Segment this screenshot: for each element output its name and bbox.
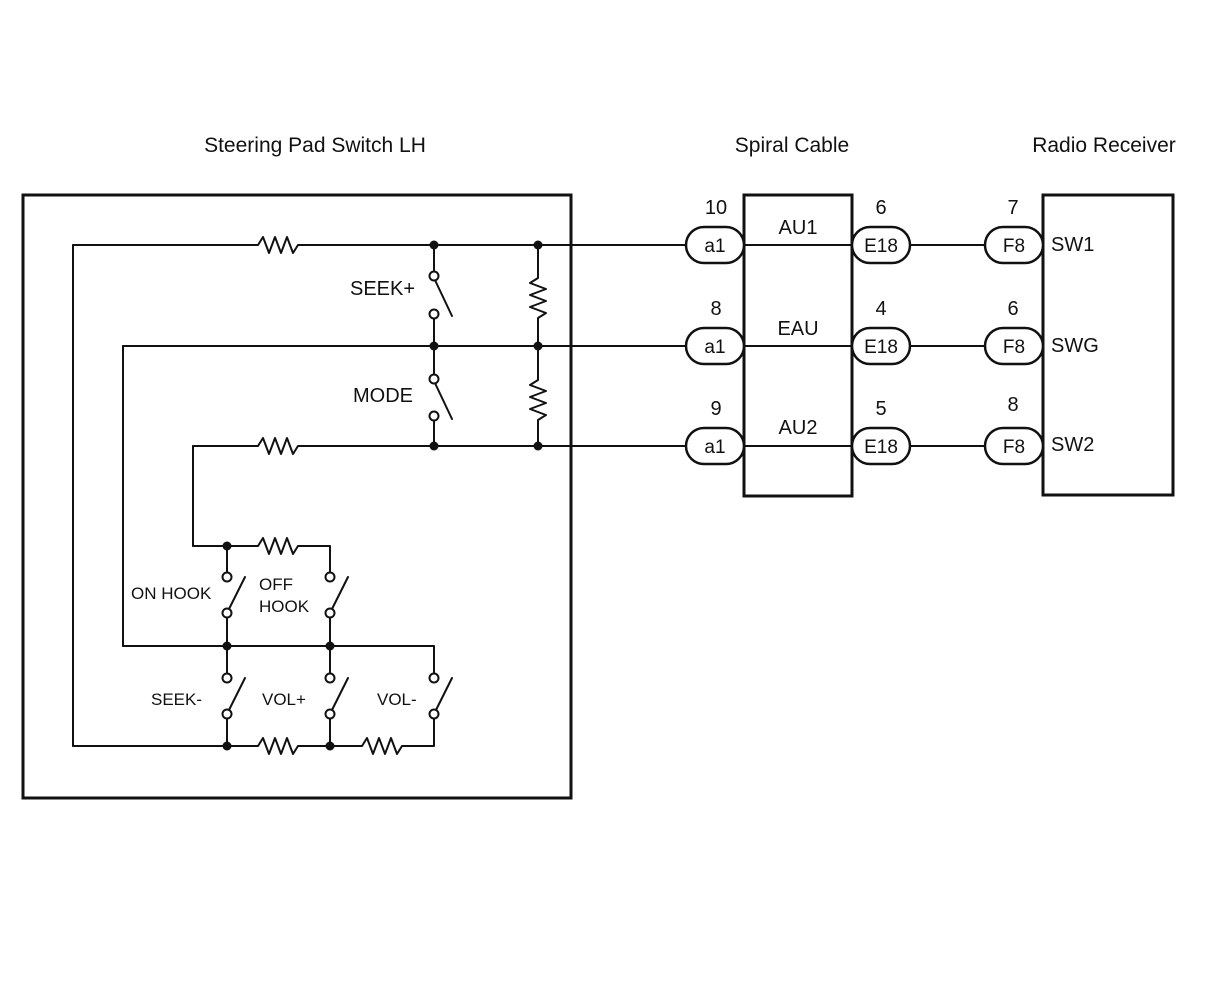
radio-terminal-label: SW1: [1051, 234, 1094, 256]
switch-internal-wiring: [72, 236, 717, 755]
connector-f8: [983, 326, 1045, 366]
connector-e18: [850, 426, 912, 466]
pin-number: 10: [705, 197, 727, 219]
circuit-line-1: a1 10 AU1 E18 6 F8 7 SW1: [684, 197, 1094, 265]
label-vol-minus: VOL-: [377, 690, 417, 709]
connector-f8: [983, 426, 1045, 466]
connector-f8-label: F8: [1003, 337, 1025, 358]
connector-a1-label: a1: [704, 437, 725, 458]
switch-vol-minus: [428, 672, 453, 720]
connector-f8: [983, 225, 1045, 265]
radio-terminal-label: SW2: [1051, 434, 1094, 456]
pin-number: 5: [875, 398, 886, 420]
circuit-line-2: a1 8 EAU E18 4 F8 6 SWG: [684, 298, 1099, 366]
switch-mode: [428, 373, 453, 422]
label-seek-plus: SEEK+: [350, 278, 415, 300]
label-vol-plus: VOL+: [262, 690, 306, 709]
signal-label: EAU: [777, 318, 818, 340]
title-radio-receiver: Radio Receiver: [1032, 134, 1176, 157]
junction-dots: [222, 240, 543, 751]
signal-label: AU1: [779, 217, 818, 239]
connector-e18: [850, 225, 912, 265]
label-seek-minus: SEEK-: [151, 690, 202, 709]
circuit-line-3: a1 9 AU2 E18 5 F8 8 SW2: [684, 394, 1094, 466]
label-off-hook-line1: OFF: [259, 575, 293, 594]
connector-a1-label: a1: [704, 337, 725, 358]
pin-number: 9: [710, 398, 721, 420]
pin-number: 4: [875, 298, 886, 320]
pin-number: 7: [1007, 197, 1018, 219]
pin-number: 8: [710, 298, 721, 320]
connector-e18-label: E18: [864, 337, 898, 358]
connector-e18-label: E18: [864, 437, 898, 458]
label-on-hook: ON HOOK: [131, 584, 212, 603]
switch-on-hook: [221, 571, 246, 619]
signal-label: AU2: [779, 417, 818, 439]
connector-f8-label: F8: [1003, 236, 1025, 257]
steering-pad-switch-box: [21, 193, 573, 800]
connector-a1: [684, 426, 746, 466]
switch-seek-plus: [428, 270, 453, 320]
switch-vol-plus: [324, 672, 349, 720]
label-off-hook-line2: HOOK: [259, 597, 310, 616]
connector-f8-label: F8: [1003, 437, 1025, 458]
title-spiral-cable: Spiral Cable: [735, 134, 849, 157]
connector-a1-label: a1: [704, 236, 725, 257]
pin-number: 8: [1007, 394, 1018, 416]
connector-a1: [684, 326, 746, 366]
title-steering-pad-switch: Steering Pad Switch LH: [204, 134, 426, 157]
radio-terminal-label: SWG: [1051, 335, 1099, 357]
label-mode: MODE: [353, 385, 413, 407]
switch-off-hook: [324, 571, 349, 619]
switch-seek-minus: [221, 672, 246, 720]
connector-e18: [850, 326, 912, 366]
connector-e18-label: E18: [864, 236, 898, 257]
pin-number: 6: [1007, 298, 1018, 320]
connector-a1: [684, 225, 746, 265]
pin-number: 6: [875, 197, 886, 219]
